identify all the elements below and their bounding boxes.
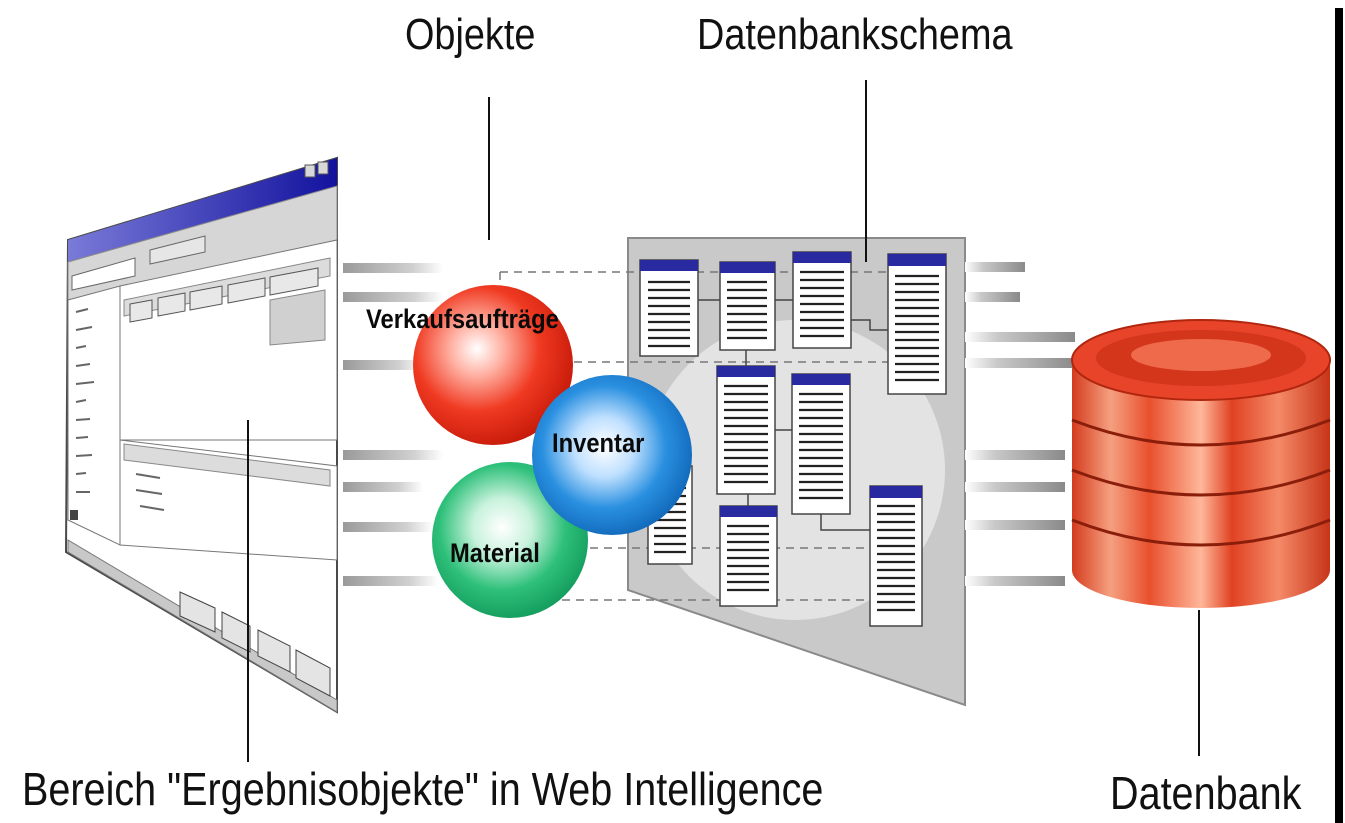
sphere-label-material: Material — [450, 538, 540, 568]
object-spheres — [413, 285, 692, 618]
connector-streaks-left — [343, 263, 443, 586]
connector-streaks-right — [965, 262, 1075, 586]
database-cylinder — [1071, 319, 1331, 608]
window-titlebar — [68, 158, 337, 262]
sphere-label-inventar: Inventar — [552, 428, 645, 458]
label-database-schema: Datenbankschema — [697, 10, 1013, 59]
sphere-inventar — [532, 375, 692, 535]
leader-lines — [247, 80, 1200, 762]
sphere-verkaufsauftraege — [413, 285, 573, 445]
label-database: Datenbank — [1110, 767, 1302, 819]
edge-bar — [1335, 8, 1343, 823]
web-intelligence-window — [64, 156, 338, 714]
database-schema-panel — [499, 237, 966, 707]
label-objects: Objekte — [405, 10, 536, 59]
label-result-objects-pane: Bereich "Ergebnisobjekte" in Web Intelli… — [22, 763, 824, 815]
sphere-label-verkaufsauftraege: Verkaufsaufträge — [366, 304, 559, 334]
